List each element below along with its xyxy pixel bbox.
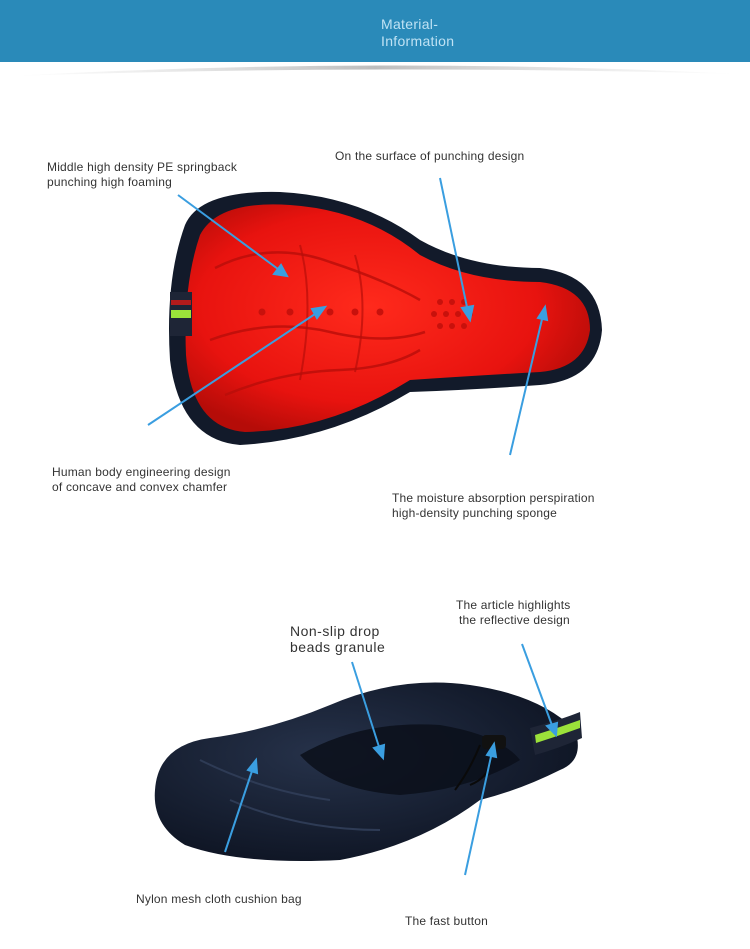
banner-title-line2: Information	[381, 33, 455, 49]
banner-title: Material- Information	[381, 16, 454, 50]
label-sponge-line2: high-density punching sponge	[392, 506, 558, 520]
label-chamfer-line2: of concave and convex chamfer	[52, 480, 228, 494]
label-foam: Middle high density PE springback punchi…	[47, 160, 237, 190]
label-foam-line1: Middle high density PE springback	[47, 160, 238, 174]
arrow-button	[464, 751, 493, 876]
fast-button-toggle	[482, 735, 506, 749]
label-nonslip-line2: beads granule	[290, 639, 386, 655]
label-mesh: Nylon mesh cloth cushion bag	[136, 892, 302, 906]
arrow-sponge	[509, 314, 544, 456]
arrow-surface	[439, 177, 469, 313]
label-surface: On the surface of punching design	[335, 149, 525, 163]
label-sponge: The moisture absorption perspiration hig…	[392, 491, 595, 521]
label-nonslip: Non-slip drop beads granule	[290, 623, 385, 655]
header-banner: Material- Information	[0, 0, 750, 62]
label-sponge-line1: The moisture absorption perspiration	[392, 491, 595, 505]
gel-seat-cushion-image	[147, 177, 602, 456]
header-swoosh-shadow	[10, 65, 740, 76]
label-reflective-line1: The article highlights	[456, 598, 571, 612]
arrow-mesh	[224, 767, 254, 853]
arrow-reflective	[521, 643, 554, 729]
label-nonslip-line1: Non-slip drop	[290, 623, 380, 639]
label-reflective-line2: the reflective design	[459, 613, 570, 627]
arrow-chamfer	[147, 311, 319, 426]
arrow-foam	[177, 194, 283, 273]
label-reflective: The article highlights the reflective de…	[456, 598, 570, 628]
arrow-nonslip	[351, 661, 381, 751]
banner-title-line1: Material-	[381, 16, 439, 32]
label-chamfer-line1: Human body engineering design	[52, 465, 231, 479]
label-button: The fast button	[405, 914, 489, 928]
label-chamfer: Human body engineering design of concave…	[52, 465, 231, 495]
label-foam-line2: punching high foaming	[47, 175, 172, 189]
